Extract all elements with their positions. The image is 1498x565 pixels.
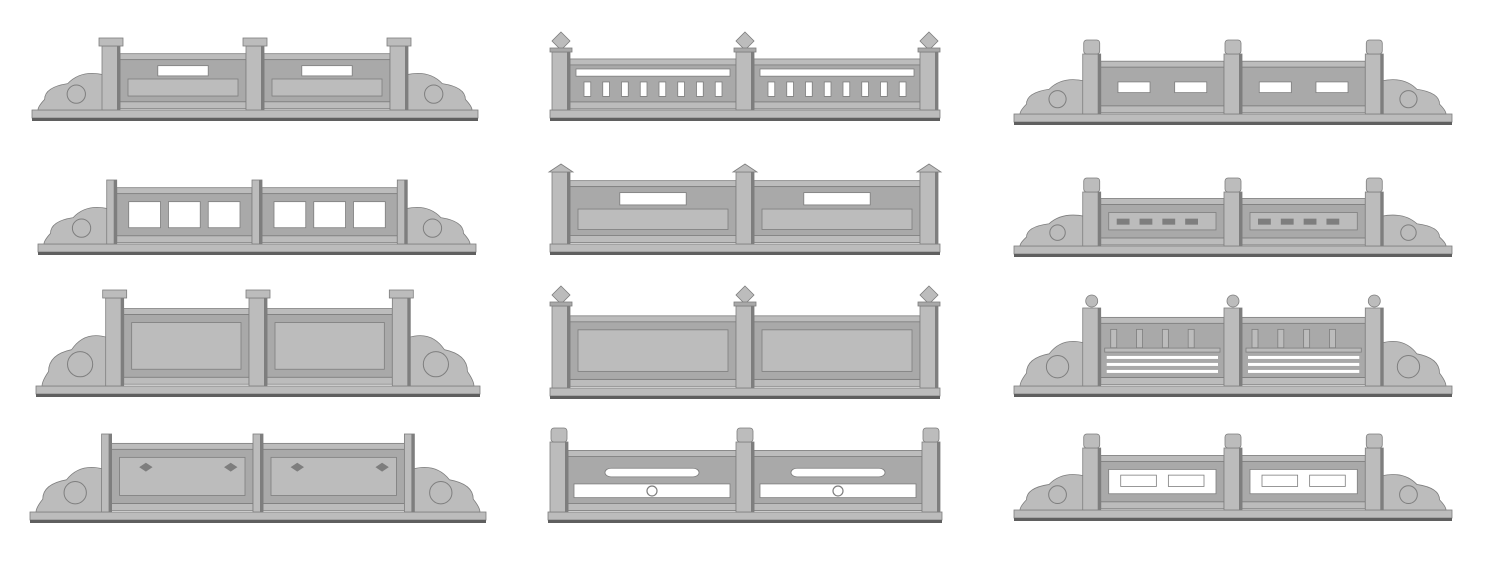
balustrade-12 <box>1012 432 1454 522</box>
balustrade-1 <box>30 36 480 122</box>
balustrade-6 <box>1012 176 1454 258</box>
balustrade-2 <box>548 30 942 122</box>
balustrade-7 <box>34 288 482 398</box>
balustrade-11 <box>546 426 944 524</box>
balustrade-5 <box>547 162 943 256</box>
balustrade-8 <box>548 284 942 400</box>
balustrade-4 <box>36 170 478 256</box>
balustrade-3 <box>1012 38 1454 126</box>
balustrade-10 <box>28 424 488 524</box>
balustrade-9 <box>1012 292 1454 398</box>
